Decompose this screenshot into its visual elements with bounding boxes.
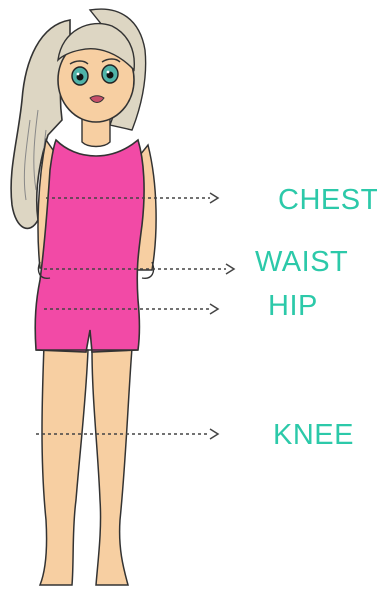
head <box>58 24 134 122</box>
hip-label: HIP <box>268 290 318 323</box>
waist-label: WAIST <box>255 246 348 279</box>
legs <box>40 345 132 585</box>
chest-label: CHEST <box>278 184 377 217</box>
knee-label: KNEE <box>273 419 354 452</box>
leotard <box>35 140 144 352</box>
